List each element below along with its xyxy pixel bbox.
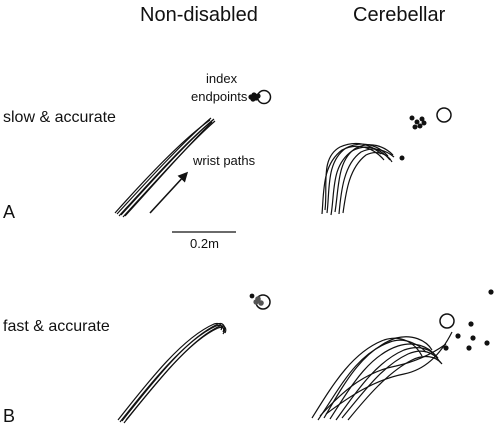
direction-arrow xyxy=(149,171,189,214)
endpoint-dot xyxy=(455,333,461,339)
endpoint-dot xyxy=(417,123,423,129)
index-endpoints-non-disabled-slow xyxy=(248,89,272,105)
wrist-paths-non-disabled-fast xyxy=(117,322,227,424)
row-label-fast: fast & accurate xyxy=(3,318,110,335)
endpoint-dot xyxy=(484,340,490,346)
endpoint-dot xyxy=(443,345,449,351)
endpoint-dot xyxy=(412,124,418,130)
index-label-line2: endpoints xyxy=(191,89,248,104)
panel-label-a: A xyxy=(3,202,15,222)
endpoint-dot xyxy=(414,119,420,125)
panel-label-b: B xyxy=(3,406,15,426)
column-title-cerebellar: Cerebellar xyxy=(353,4,446,26)
column-title-non-disabled: Non-disabled xyxy=(140,4,258,26)
wrist-paths-non-disabled-slow xyxy=(114,117,216,218)
row-label-slow: slow & accurate xyxy=(3,109,116,126)
endpoint-dot xyxy=(421,120,427,126)
wrist-paths-label: wrist paths xyxy=(192,153,256,168)
scale-bar-label: 0.2m xyxy=(190,236,219,251)
wrist-paths-cerebellar-fast xyxy=(311,331,453,421)
endpoint-dot xyxy=(419,116,425,122)
endpoint-dot xyxy=(250,96,256,102)
endpoint-dot xyxy=(470,335,476,341)
endpoint-dot xyxy=(249,293,255,299)
index-endpoints-cerebellar-fast xyxy=(439,289,494,351)
endpoint-dot xyxy=(466,345,472,351)
endpoint-dot xyxy=(488,289,494,295)
target-circle xyxy=(439,313,455,329)
endpoint-dot xyxy=(399,155,405,161)
endpoint-dot xyxy=(253,299,259,305)
endpoint-dot xyxy=(255,93,261,99)
wrist-paths-cerebellar-slow xyxy=(321,142,395,216)
index-endpoints-non-disabled-fast xyxy=(249,293,271,310)
target-circle xyxy=(436,107,452,123)
endpoint-dot xyxy=(409,115,415,121)
endpoint-dot xyxy=(258,300,264,306)
endpoint-dot xyxy=(468,321,474,327)
index-endpoints-cerebellar-slow xyxy=(399,107,452,161)
index-label-line1: index xyxy=(206,71,238,86)
